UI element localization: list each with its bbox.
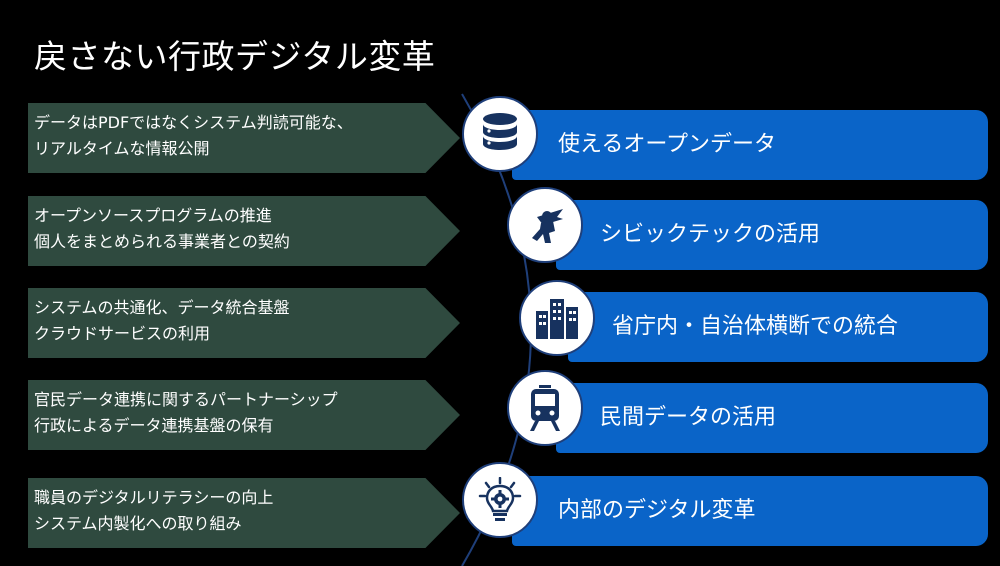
description-arrow-3: システムの共通化、データ統合基盤 クラウドサービスの利用 <box>28 288 460 358</box>
icon-circle-1 <box>462 96 538 172</box>
description-arrow-1: データはPDFではなくシステム判読可能な、 リアルタイムな情報公開 <box>28 103 460 173</box>
label-pill-1: 使えるオープンデータ <box>512 110 988 180</box>
description-line: 行政によるデータ連携基盤の保有 <box>34 416 274 435</box>
superhero-icon <box>532 209 563 243</box>
description-arrow-2: オープンソースプログラムの推進 個人をまとめられる事業者との契約 <box>28 196 460 266</box>
description-line: 官民データ連携に関するパートナーシップ <box>34 390 338 409</box>
label-pill-5: 内部のデジタル変革 <box>512 476 988 546</box>
description-arrow-4: 官民データ連携に関するパートナーシップ 行政によるデータ連携基盤の保有 <box>28 380 460 450</box>
city-buildings-icon <box>536 299 578 339</box>
icon-circle-4 <box>507 370 583 446</box>
description-line: リアルタイムな情報公開 <box>34 139 210 158</box>
description-line: システムの共通化、データ統合基盤 <box>34 298 290 317</box>
pill-label: 民間データの活用 <box>600 405 777 430</box>
description-line: クラウドサービスの利用 <box>34 324 211 343</box>
label-pill-2: シビックテックの活用 <box>556 200 988 270</box>
description-line: システム内製化への取り組み <box>34 514 242 533</box>
pill-label: 使えるオープンデータ <box>558 132 777 157</box>
label-pill-3: 省庁内・自治体横断での統合 <box>568 292 988 362</box>
description-line: 個人をまとめられる事業者との契約 <box>34 232 290 251</box>
description-line: 職員のデジタルリテラシーの向上 <box>34 488 274 507</box>
description-line: オープンソースプログラムの推進 <box>34 206 272 225</box>
pill-label: 省庁内・自治体横断での統合 <box>612 314 899 339</box>
train-icon <box>530 385 560 431</box>
database-icon <box>483 113 517 150</box>
label-pill-4: 民間データの活用 <box>556 383 988 453</box>
pill-label: 内部のデジタル変革 <box>558 498 756 523</box>
icon-circle-5 <box>462 462 538 538</box>
page-title: 戻さない行政デジタル変革 <box>34 37 436 76</box>
description-line: データはPDFではなくシステム判読可能な、 <box>34 113 353 132</box>
lightbulb-gear-icon <box>478 477 522 521</box>
pill-label: シビックテックの活用 <box>600 222 821 247</box>
icon-circle-2 <box>507 187 583 263</box>
icon-circle-3 <box>519 280 595 356</box>
description-arrow-5: 職員のデジタルリテラシーの向上 システム内製化への取り組み <box>28 478 460 548</box>
